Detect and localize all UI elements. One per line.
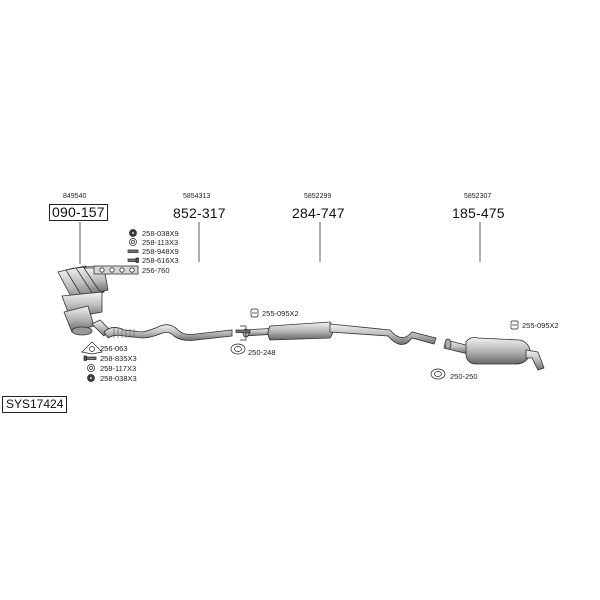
part-number-callout: 185-475 — [452, 205, 505, 221]
front-pipe — [91, 319, 233, 341]
bolt-icon — [127, 257, 139, 263]
part-number-callout: 090-157 — [49, 204, 108, 221]
manifold-parts-icons — [127, 229, 139, 263]
clamp-icon-rear — [510, 320, 519, 330]
part-label: 258-038X3 — [100, 374, 137, 383]
part-label: 256-063 — [100, 344, 128, 353]
leader-lines — [79, 222, 481, 264]
stud-icon — [127, 249, 139, 253]
part-label: 255-095X2 — [262, 309, 299, 318]
part-label: 256-760 — [142, 266, 170, 275]
part-label: 250-248 — [248, 348, 276, 357]
part-label: 258-616X3 — [142, 256, 179, 265]
group-ref-label: 5854313 — [183, 193, 211, 200]
system-id-box: SYS17424 — [2, 396, 68, 413]
gasket-ring-icon — [81, 341, 103, 355]
flex-joint — [113, 328, 135, 338]
part-number-callout: 852-317 — [173, 205, 226, 221]
part-label: 258-835X3 — [100, 354, 137, 363]
group-ref-label: 5852299 — [304, 193, 332, 200]
group-ref-label: 5852307 — [464, 193, 492, 200]
gasket-ring-icon-middle — [230, 343, 246, 355]
part-label: 258-117X3 — [100, 364, 137, 373]
middle-silencer — [242, 321, 437, 345]
part-label: 258-113X3 — [142, 238, 179, 247]
part-label: 258-038X9 — [142, 229, 179, 238]
nut-icon — [129, 229, 137, 237]
spring-bolt-icon — [83, 355, 97, 361]
group-ref-label: 849540 — [63, 193, 87, 200]
nut-icon-2 — [87, 374, 95, 382]
part-number-callout: 284-747 — [292, 205, 345, 221]
part-label: 250-250 — [450, 372, 478, 381]
rear-silencer — [443, 337, 545, 371]
middle-clamp-icons — [230, 308, 259, 355]
clamp-icon — [250, 308, 259, 318]
manifold-gasket — [93, 265, 139, 275]
washer-icon — [129, 238, 137, 246]
gasket-ring-icon-rear — [430, 368, 446, 380]
rear-clamp-icons — [430, 320, 519, 380]
washer-icon-2 — [87, 364, 95, 372]
front-parts-icons — [81, 341, 103, 382]
part-label: 258-948X9 — [142, 247, 179, 256]
clamp-bracket-icon — [235, 325, 251, 341]
part-label: 255-095X2 — [522, 321, 559, 330]
